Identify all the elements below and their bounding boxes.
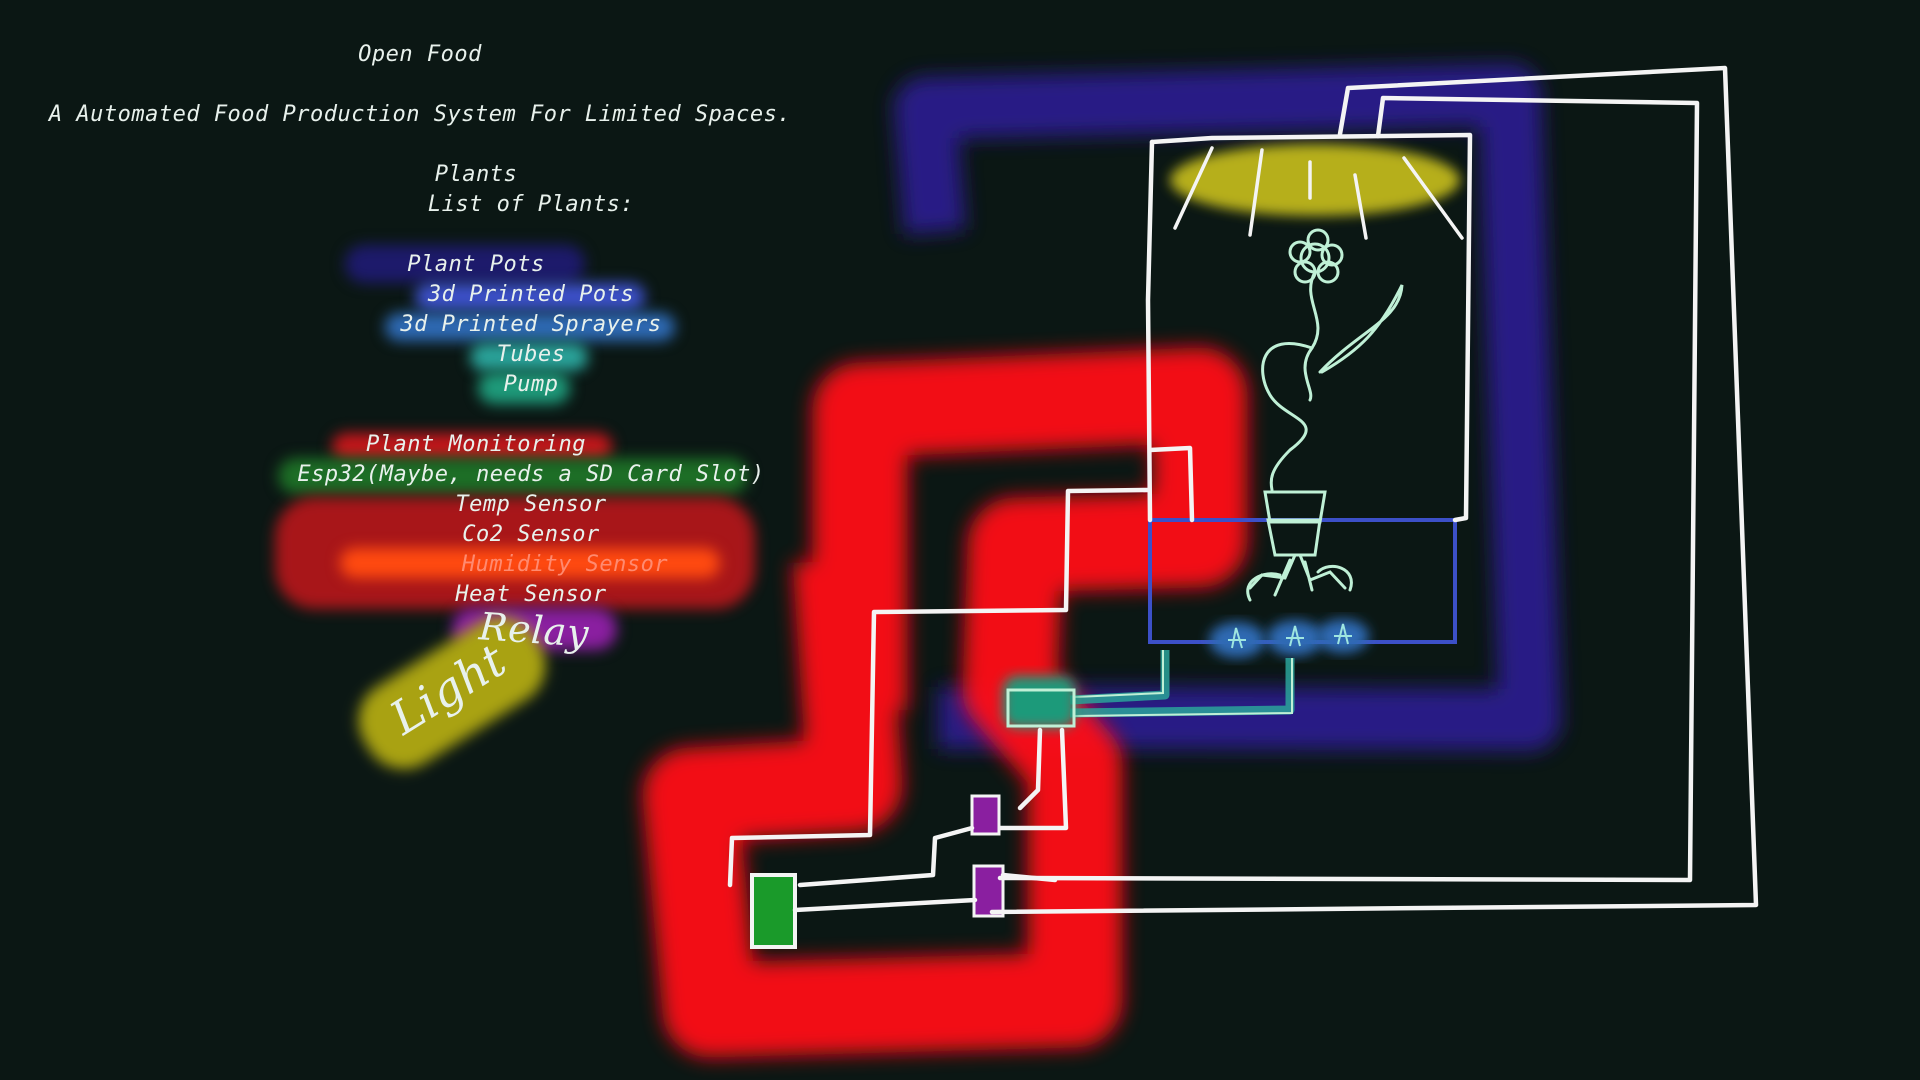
list-item: Heat Sensor <box>455 582 606 607</box>
list-item: Esp32(Maybe, needs a SD Card Slot) <box>297 462 764 487</box>
list-item: Co2 Sensor <box>462 522 599 547</box>
plants-list-label: List of Plants: <box>428 192 634 217</box>
list-item: Temp Sensor <box>455 492 606 517</box>
list-item: Tubes <box>497 342 566 367</box>
plant-sketch <box>1248 230 1402 600</box>
plant-pots-heading: Plant Pots <box>407 252 544 277</box>
list-item: Pump <box>504 372 559 397</box>
list-item: 3d Printed Pots <box>428 282 634 307</box>
pump-block <box>1003 676 1076 728</box>
relay-1 <box>972 796 999 834</box>
sprayer-nozzles <box>1209 619 1369 658</box>
list-item: 3d Printed Sprayers <box>400 312 661 337</box>
grow-light-glow <box>1170 144 1460 216</box>
esp32-module <box>752 875 795 947</box>
relay-2 <box>974 866 1003 916</box>
page-title: Open Food <box>358 42 482 67</box>
plants-heading: Plants <box>435 162 517 187</box>
plant-monitoring-heading: Plant Monitoring <box>366 432 586 457</box>
list-item: Humidity Sensor <box>462 552 668 577</box>
page-subtitle: A Automated Food Production System For L… <box>49 102 791 127</box>
